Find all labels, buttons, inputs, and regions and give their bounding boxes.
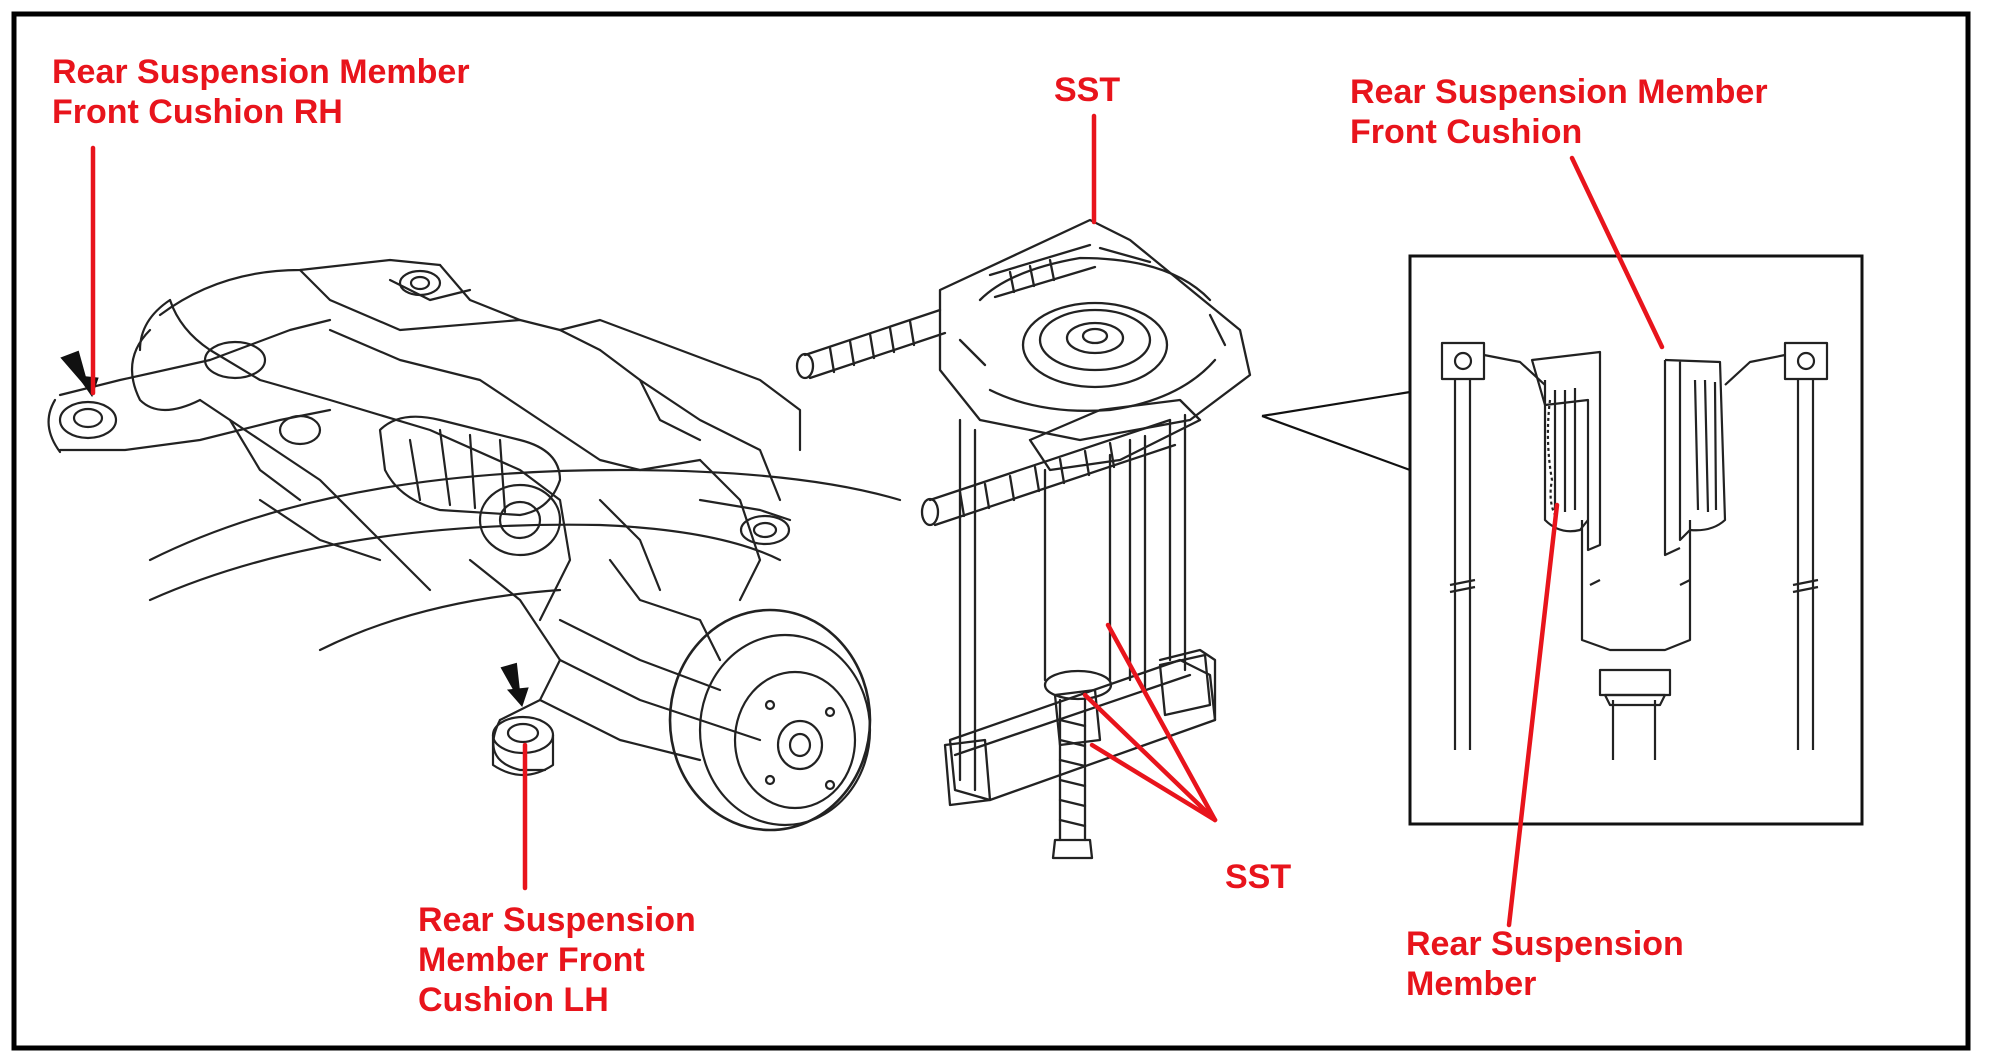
callout-pointer bbox=[1261, 390, 1411, 472]
label-front-cushion-rh: Rear Suspension Member Front Cushion RH bbox=[52, 53, 470, 131]
sst-puller-illustration bbox=[795, 218, 1252, 860]
leader-sst-bottom-a bbox=[1105, 622, 1218, 823]
leader-front-cushion bbox=[1569, 155, 1665, 350]
label-suspension-member: Rear Suspension Member bbox=[1406, 925, 1684, 1003]
detail-frame bbox=[1408, 254, 1864, 826]
figure-frame bbox=[11, 11, 1971, 1051]
leader-sst-bottom-b bbox=[1082, 692, 1218, 823]
label-front-cushion: Rear Suspension Member Front Cushion bbox=[1350, 73, 1768, 151]
label-sst-top: SST bbox=[1054, 71, 1121, 109]
arrow-down-icon bbox=[500, 662, 529, 707]
suspension-member-illustration bbox=[47, 258, 902, 832]
label-sst-bottom: SST bbox=[1225, 858, 1292, 896]
detail-inset bbox=[1261, 254, 1864, 826]
label-front-cushion-lh: Rear Suspension Member Front Cushion LH bbox=[418, 901, 696, 1019]
leader-lines bbox=[90, 113, 1665, 928]
leader-member bbox=[1506, 502, 1560, 928]
leader-sst-bottom-c bbox=[1089, 742, 1218, 823]
